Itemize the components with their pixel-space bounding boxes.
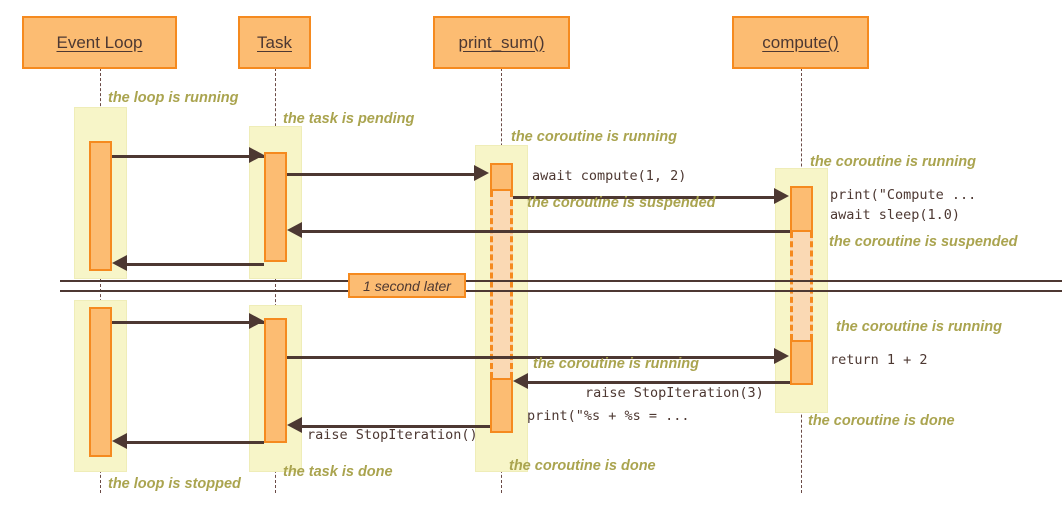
participant-label-task: Task bbox=[257, 32, 292, 52]
arrowhead-right-1 bbox=[249, 147, 264, 163]
note-print-sum-running: the coroutine is running bbox=[511, 129, 677, 145]
note-compute-running-2: the coroutine is running bbox=[836, 319, 1002, 335]
activation-event-loop-2 bbox=[89, 307, 112, 457]
arrow-task-to-compute bbox=[287, 356, 777, 359]
note-print-sum-suspended: the coroutine is suspended bbox=[527, 195, 716, 211]
message-label-return-sum: return 1 + 2 bbox=[830, 352, 928, 368]
arrowhead-right-2 bbox=[474, 165, 489, 181]
note-print-sum-running-2: the coroutine is running bbox=[533, 356, 699, 372]
arrowhead-right-3 bbox=[774, 188, 789, 204]
activation-task-2 bbox=[264, 318, 287, 443]
note-loop-stopped: the loop is stopped bbox=[108, 476, 241, 492]
arrowhead-left-4 bbox=[287, 417, 302, 433]
divider-line-bottom bbox=[60, 290, 1062, 292]
arrow-task-to-event-loop-1 bbox=[125, 263, 264, 266]
message-label-raise-stopiteration: raise StopIteration() bbox=[307, 427, 478, 443]
message-label-raise-stopiteration-3: raise StopIteration(3) bbox=[585, 385, 764, 401]
participant-label-event-loop: Event Loop bbox=[56, 32, 143, 52]
activation-compute-suspended bbox=[790, 232, 813, 340]
arrowhead-left-5 bbox=[112, 433, 127, 449]
arrow-task-to-event-loop-2 bbox=[125, 441, 264, 444]
activation-print-sum-suspended bbox=[490, 191, 513, 378]
participant-compute[interactable]: compute() bbox=[732, 16, 869, 69]
arrowhead-left-2 bbox=[112, 255, 127, 271]
arrow-compute-to-task-1 bbox=[300, 230, 790, 233]
participant-label-compute: compute() bbox=[762, 32, 839, 52]
divider-label: 1 second later bbox=[363, 277, 451, 294]
note-compute-running: the coroutine is running bbox=[810, 154, 976, 170]
note-compute-suspended: the coroutine is suspended bbox=[829, 234, 1018, 250]
arrow-event-loop-to-task-1 bbox=[112, 155, 264, 158]
message-label-print-compute: print("Compute ... bbox=[830, 187, 977, 203]
arrow-print-sum-to-compute-1 bbox=[513, 196, 777, 199]
arrowhead-left-3 bbox=[513, 373, 528, 389]
divider-label-box: 1 second later bbox=[348, 273, 466, 298]
note-loop-running: the loop is running bbox=[108, 90, 239, 106]
participant-event-loop[interactable]: Event Loop bbox=[22, 16, 177, 69]
divider-line-top bbox=[60, 280, 1062, 282]
arrowhead-right-5 bbox=[774, 348, 789, 364]
note-compute-done: the coroutine is done bbox=[808, 413, 955, 429]
activation-event-loop-1 bbox=[89, 141, 112, 271]
arrowhead-right-4 bbox=[249, 313, 264, 329]
note-task-pending: the task is pending bbox=[283, 111, 415, 127]
arrow-print-sum-to-task bbox=[300, 425, 490, 428]
activation-print-sum-running-2 bbox=[490, 378, 513, 433]
participant-task[interactable]: Task bbox=[238, 16, 311, 69]
message-label-await-sleep: await sleep(1.0) bbox=[830, 207, 961, 223]
message-label-print-result: print("%s + %s = ... bbox=[527, 408, 690, 424]
activation-compute-running-2 bbox=[790, 340, 813, 385]
arrow-task-to-print-sum-1 bbox=[287, 173, 477, 176]
participant-label-print-sum: print_sum() bbox=[458, 32, 545, 52]
note-task-done: the task is done bbox=[283, 464, 393, 480]
message-label-await-compute: await compute(1, 2) bbox=[532, 168, 687, 184]
activation-task-1 bbox=[264, 152, 287, 262]
arrow-event-loop-to-task-2 bbox=[112, 321, 264, 324]
arrow-compute-to-print-sum bbox=[526, 381, 790, 384]
activation-print-sum-running-1 bbox=[490, 163, 513, 191]
note-print-sum-done: the coroutine is done bbox=[509, 458, 656, 474]
activation-compute-running-1 bbox=[790, 186, 813, 232]
participant-print-sum[interactable]: print_sum() bbox=[433, 16, 570, 69]
arrowhead-left-1 bbox=[287, 222, 302, 238]
